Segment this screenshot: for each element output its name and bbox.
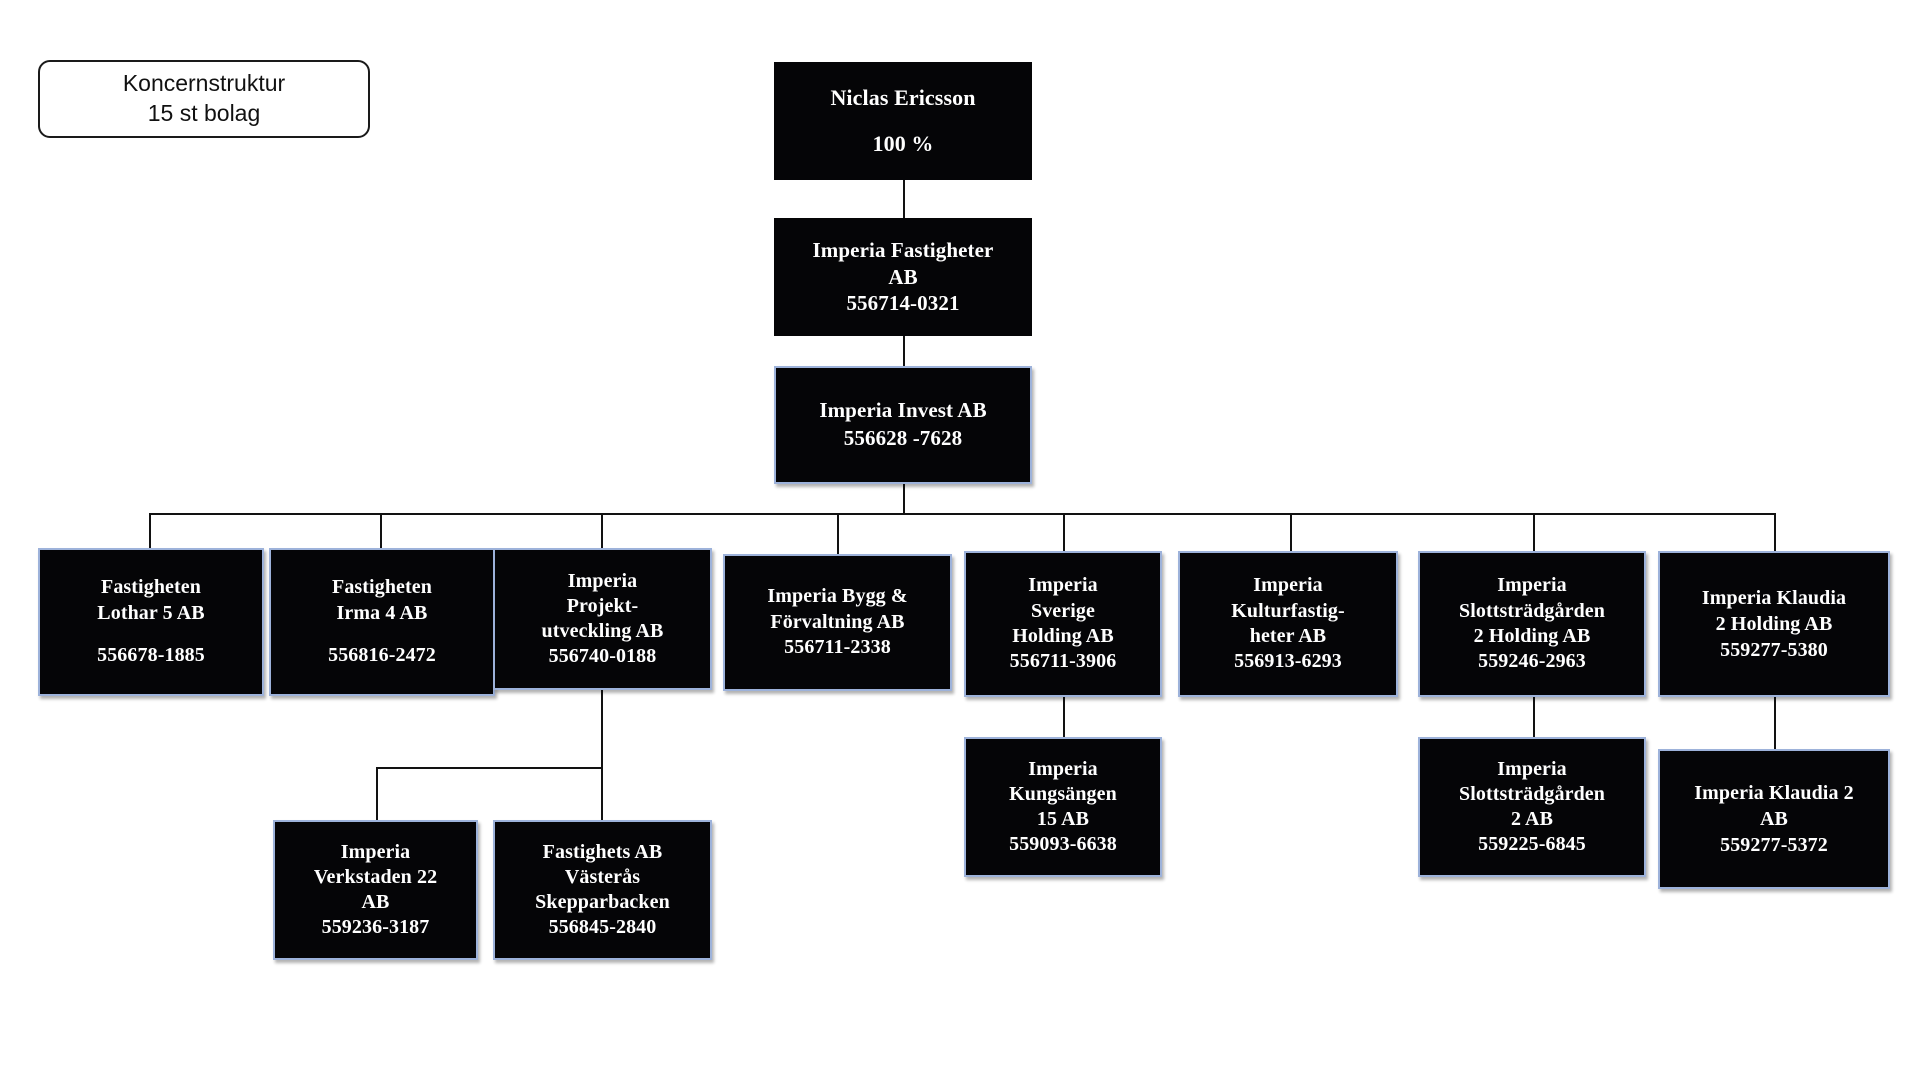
node-imperia-bygg-forvaltning-ab[interactable]: Imperia Bygg & Förvaltning AB 556711-233…: [723, 554, 952, 691]
node-klaudiaholding-orgnr: 559277-5380: [1720, 639, 1828, 661]
node-slott-name-2: Slottsträdgården: [1458, 782, 1606, 805]
node-fastigheten-lothar-5-ab[interactable]: Fastigheten Lothar 5 AB 556678-1885: [38, 548, 264, 696]
node-lothar-name-1: Fastigheten: [101, 576, 201, 599]
node-fastighets-ab-vasteras-skepparbacken[interactable]: Fastighets AB Västerås Skepparbacken 556…: [493, 820, 712, 960]
node-sverige-orgnr: 556711-3906: [1009, 650, 1117, 673]
connector-bus-to-irma: [380, 513, 382, 548]
node-kultur-name-2: Kulturfastig-: [1231, 599, 1345, 622]
node-lothar-name-2: Lothar 5 AB: [97, 601, 205, 624]
connector-bus-to-projekt: [601, 513, 603, 548]
node-imperia-fastigheter-ab[interactable]: Imperia Fastigheter AB 556714-0321: [774, 218, 1032, 336]
node-vasteras-name-2: Västerås: [564, 865, 641, 888]
node-imperia-klaudia-2-holding-ab[interactable]: Imperia Klaudia 2 Holding AB 559277-5380: [1658, 551, 1890, 697]
connector-bus-to-kultur: [1290, 513, 1292, 551]
connector-bus-to-slott-holding: [1533, 513, 1535, 551]
node-niclas-ericsson[interactable]: Niclas Ericsson 100 %: [774, 62, 1032, 180]
legend-line-2: 15 st bolag: [147, 100, 261, 126]
node-sverige-name-3: Holding AB: [1012, 625, 1114, 647]
node-projekt-orgnr: 556740-0188: [548, 645, 657, 668]
node-kultur-name-3: heter AB: [1249, 625, 1327, 647]
node-bygg-orgnr: 556711-2338: [784, 636, 891, 659]
node-vasteras-orgnr: 556845-2840: [548, 916, 657, 939]
node-fastigheter-name-2: AB: [888, 264, 918, 289]
node-kungsangen-name-1: Imperia: [1028, 757, 1098, 780]
node-owner-share: 100 %: [872, 131, 934, 157]
connector-fastigheter-to-invest: [903, 334, 905, 366]
node-vasteras-name-3: Skepparbacken: [535, 891, 670, 913]
node-slottholding-name-2: Slottsträdgården: [1458, 599, 1606, 622]
node-fastigheter-name-1: Imperia Fastigheter: [812, 237, 994, 262]
legend-box: Koncernstruktur 15 st bolag: [38, 60, 370, 138]
node-vasteras-name-1: Fastighets AB: [542, 840, 663, 863]
node-imperia-kulturfastigheter-ab[interactable]: Imperia Kulturfastig- heter AB 556913-62…: [1178, 551, 1398, 697]
node-sverige-name-1: Imperia: [1028, 574, 1098, 597]
connector-projekt-stem: [601, 690, 603, 820]
node-klaudiaholding-name-1: Imperia Klaudia: [1701, 587, 1847, 609]
node-slott-orgnr: 559225-6845: [1478, 833, 1586, 856]
node-irma-orgnr: 556816-2472: [328, 644, 436, 667]
node-bygg-name-2: Förvaltning AB: [770, 610, 905, 633]
node-projekt-name-1: Imperia: [567, 569, 638, 592]
node-slottholding-name-3: 2 Holding AB: [1473, 625, 1591, 647]
node-bygg-name-1: Imperia Bygg &: [767, 584, 908, 607]
connector-bus-to-sverige: [1063, 513, 1065, 551]
connector-slottholding-to-slott: [1533, 697, 1535, 737]
node-imperia-sverige-holding-ab[interactable]: Imperia Sverige Holding AB 556711-3906: [964, 551, 1162, 697]
node-verkstaden-orgnr: 559236-3187: [321, 916, 430, 939]
connector-bus-to-bygg: [837, 513, 839, 554]
node-kultur-orgnr: 556913-6293: [1234, 650, 1342, 673]
node-imperia-kungsangen-15-ab[interactable]: Imperia Kungsängen 15 AB 559093-6638: [964, 737, 1162, 877]
node-owner-name: Niclas Ericsson: [830, 85, 976, 111]
node-kungsangen-orgnr: 559093-6638: [1009, 833, 1117, 856]
connector-bus-to-lothar: [149, 513, 151, 548]
node-fastigheten-irma-4-ab[interactable]: Fastigheten Irma 4 AB 556816-2472: [269, 548, 495, 696]
node-klaudia-name-1: Imperia Klaudia 2: [1694, 782, 1854, 804]
node-slottholding-name-1: Imperia: [1497, 574, 1567, 597]
node-slottholding-orgnr: 559246-2963: [1478, 650, 1586, 673]
node-slott-name-3: 2 AB: [1510, 808, 1554, 830]
legend-line-1: Koncernstruktur: [122, 70, 286, 97]
node-slott-name-1: Imperia: [1497, 757, 1567, 780]
node-imperia-slottstradgarden-2-ab[interactable]: Imperia Slottsträdgården 2 AB 559225-684…: [1418, 737, 1646, 877]
connector-projekt-to-verkstaden: [376, 767, 378, 820]
node-kultur-name-1: Imperia: [1253, 574, 1323, 597]
node-kungsangen-name-3: 15 AB: [1036, 808, 1090, 830]
node-invest-orgnr: 556628 -7628: [843, 426, 963, 450]
node-invest-name: Imperia Invest AB: [819, 398, 987, 423]
connector-sverige-to-kungsangen: [1063, 697, 1065, 737]
node-verkstaden-name-1: Imperia: [340, 840, 411, 863]
node-imperia-projektutveckling-ab[interactable]: Imperia Projekt- utveckling AB 556740-01…: [493, 548, 712, 690]
node-projekt-name-2: Projekt-: [566, 594, 639, 617]
node-verkstaden-name-2: Verkstaden 22: [313, 865, 438, 888]
node-irma-name-2: Irma 4 AB: [336, 601, 428, 624]
node-fastigheter-orgnr: 556714-0321: [846, 291, 960, 316]
connector-klaudiaholding-to-klaudia: [1774, 697, 1776, 749]
node-lothar-orgnr: 556678-1885: [97, 644, 205, 667]
node-klaudia-name-2: AB: [1760, 808, 1788, 830]
node-imperia-verkstaden-22-ab[interactable]: Imperia Verkstaden 22 AB 559236-3187: [273, 820, 478, 960]
node-klaudia-orgnr: 559277-5372: [1720, 834, 1828, 856]
node-irma-name-1: Fastigheten: [332, 576, 432, 599]
node-klaudiaholding-name-2: 2 Holding AB: [1715, 613, 1833, 635]
connector-invest-to-bus: [903, 484, 905, 514]
node-projekt-name-3: utveckling AB: [541, 620, 664, 642]
connector-bus-to-klaudia-holding: [1774, 513, 1776, 551]
connector-bus-row1: [149, 513, 1774, 515]
connector-projekt-branch: [376, 767, 603, 769]
node-imperia-klaudia-2-ab[interactable]: Imperia Klaudia 2 AB 559277-5372: [1658, 749, 1890, 889]
node-imperia-invest-ab[interactable]: Imperia Invest AB 556628 -7628: [774, 366, 1032, 484]
node-sverige-name-2: Sverige: [1030, 599, 1095, 622]
node-imperia-slottstradgarden-2-holding-ab[interactable]: Imperia Slottsträdgården 2 Holding AB 55…: [1418, 551, 1646, 697]
node-kungsangen-name-2: Kungsängen: [1009, 782, 1117, 805]
node-verkstaden-name-3: AB: [361, 891, 390, 913]
connector-owner-to-fastigheter: [903, 178, 905, 220]
